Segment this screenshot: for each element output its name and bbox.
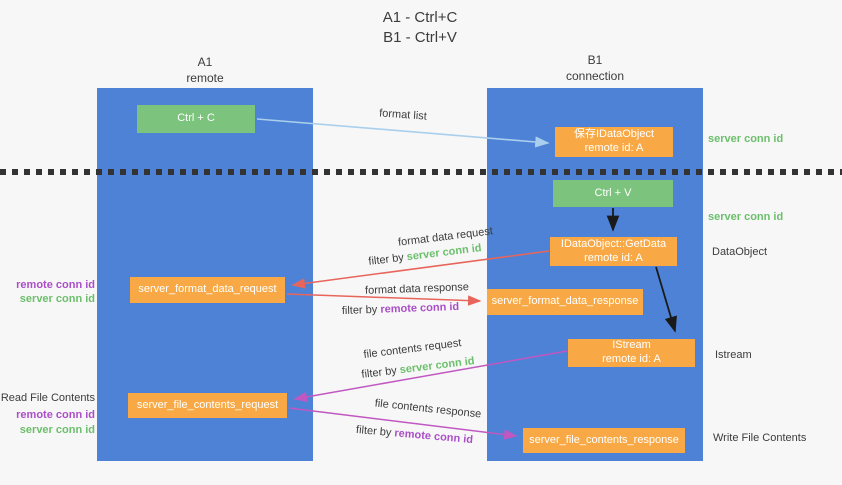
server-format-data-response-label: server_format_data_response [491,295,639,308]
filter-by-text: filter by [341,303,381,318]
dashed-separator-line [0,169,842,175]
dataobject-side-label: DataObject [712,246,768,258]
write-file-contents-label: Write File Contents [713,432,807,444]
istream-box: IStream remote id: A [568,339,695,367]
left-column-header: A1 remote [97,55,313,86]
remote-conn-id-left-bottom: remote conn id [16,409,95,421]
ctrl-c-box: Ctrl + C [137,105,255,133]
server-conn-id-right-mid: server conn id [708,211,784,223]
server-file-contents-request-label: server_file_contents_request [136,398,279,411]
istream-side-label: Istream [715,349,752,361]
server-file-contents-response-label: server_file_contents_response [529,433,679,446]
save-idataobject-box: 保存IDataObject remote id: A [555,127,673,157]
format-data-request-arrow [291,250,550,289]
format-list-arrow [256,118,550,148]
right-column-name: B1 [587,53,603,67]
server-format-data-response-box: server_format_data_response [487,289,643,315]
server-conn-id-right-top: server conn id [708,133,784,145]
title-line-1: A1 - Ctrl+C [382,9,458,26]
server-conn-id-left-bottom: server conn id [19,424,95,436]
istream-line2: remote id: A [602,353,661,365]
server-file-contents-request-box: server_file_contents_request [128,393,287,418]
title-line-2: B1 - Ctrl+V [383,29,457,47]
getdata-line1: IDataObject::GetData [560,237,667,250]
right-column-subtitle: connection [565,68,625,83]
ctrl-v-box: Ctrl + V [553,180,673,207]
getdata-box: IDataObject::GetData remote id: A [550,237,677,266]
server-file-contents-response-box: server_file_contents_response [523,428,685,453]
ctrl-c-label: Ctrl + C [177,112,215,125]
server-conn-id-left-top: server conn id [19,293,95,305]
server-format-data-request-box: server_format_data_request [130,277,285,303]
read-file-contents-label: Read File Contents [0,392,95,404]
remote-conn-id-left-top: remote conn id [16,279,95,291]
getdata-line2: remote id: A [584,251,643,264]
file-contents-request-arrow [293,350,568,403]
getdata-to-istream-arrow [655,266,677,333]
istream-line1: IStream [612,339,651,352]
ctrl-v-label: Ctrl + V [594,186,632,199]
file-contents-response-arrow [288,407,518,440]
left-column-name: A1 [197,55,213,69]
server-format-data-request-label: server_format_data_request [138,283,277,296]
diagram-title: A1 - Ctrl+C B1 - Ctrl+V [330,8,510,49]
left-column-subtitle: remote [186,70,224,85]
format-data-response-arrow [286,293,482,306]
save-idataobject-line1: 保存IDataObject [573,128,655,141]
save-idataobject-line2: remote id: A [584,142,644,154]
right-column-header: B1 connection [487,53,703,84]
